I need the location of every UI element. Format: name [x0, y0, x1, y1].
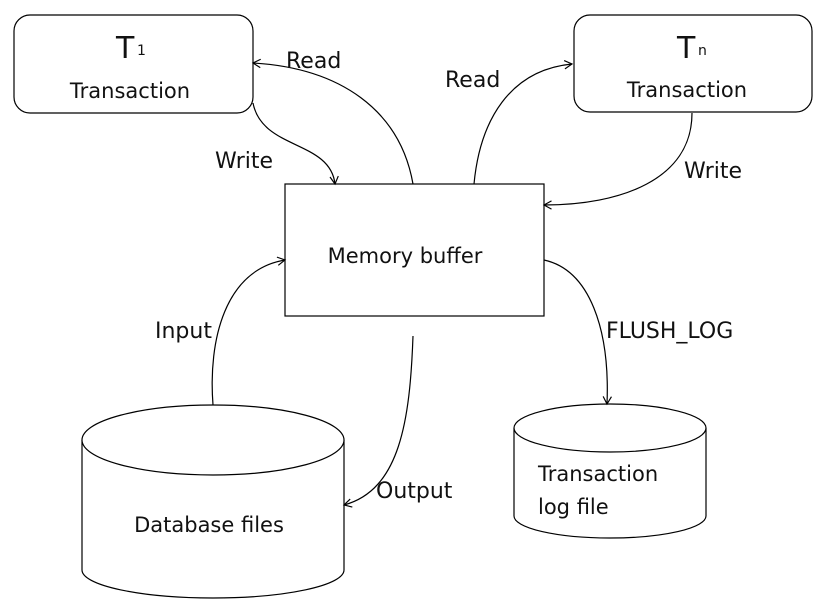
- transaction-log-label-line2: log file: [538, 495, 609, 519]
- write-t1-arrow: [252, 102, 339, 186]
- write-t1-label: Write: [215, 149, 273, 174]
- write-tn-label: Write: [684, 159, 742, 184]
- input-arrow: [211, 256, 287, 406]
- transaction-tn-letter: T: [676, 31, 696, 66]
- output-label: Output: [376, 479, 453, 504]
- read-t1-label: Read: [286, 49, 341, 74]
- flush-log-arrow: [543, 259, 612, 406]
- transaction-t1-label: Transaction: [69, 79, 190, 103]
- transaction-tn-node: T n Transaction: [573, 14, 813, 113]
- transaction-tn-box: [573, 14, 813, 113]
- database-files-node: Database files: [81, 404, 345, 599]
- memory-buffer-box: [284, 183, 545, 317]
- write-tn-arrow: [542, 112, 693, 210]
- input-label: Input: [155, 319, 212, 344]
- database-files-cylinder: [81, 440, 345, 599]
- output-arrow: [342, 335, 414, 508]
- transaction-log-node: Transaction log file: [513, 403, 707, 539]
- flush-log-label: FLUSH_LOG: [606, 319, 733, 344]
- transaction-t1-letter: T: [115, 31, 135, 66]
- database-files-label: Database files: [134, 513, 284, 537]
- transaction-t1-node: T 1 Transaction: [13, 14, 254, 114]
- read-tn-arrow: [473, 60, 574, 185]
- database-files-cylinder-top: [81, 404, 345, 476]
- memory-buffer-node: Memory buffer: [284, 183, 545, 317]
- transaction-log-cylinder-top: [513, 403, 707, 453]
- transaction-tn-subscript: n: [698, 43, 707, 59]
- memory-buffer-label: Memory buffer: [328, 244, 483, 268]
- transaction-t1-subscript: 1: [137, 43, 146, 59]
- transaction-log-cylinder: [513, 428, 707, 539]
- read-t1-arrow: [251, 58, 414, 185]
- transaction-log-label-line1: Transaction: [537, 462, 658, 486]
- transaction-tn-label: Transaction: [626, 78, 747, 102]
- read-tn-label: Read: [445, 68, 500, 93]
